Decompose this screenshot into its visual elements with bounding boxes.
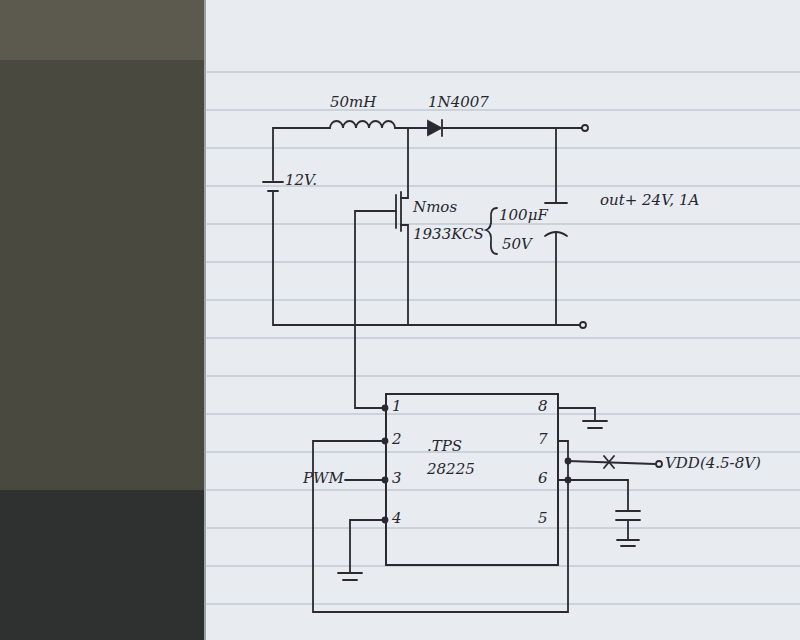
capacitor-symbol [545,202,567,204]
pin-number: 4 [392,510,402,527]
pin-number: 3 [392,470,402,487]
supply-name: VDD(4.5-8V) [665,455,761,472]
pin-number: 7 [538,431,548,448]
bracket [486,208,497,254]
background-desk [0,0,205,640]
chip-name: .TPS 28225 [427,435,483,480]
capacitor-value: 100μF [499,207,548,224]
ground-symbol [343,579,357,581]
capacitor-voltage: 50V [502,236,532,253]
diode-part-number: 1N4007 [428,94,489,111]
mosfet-type: Nmos [413,199,457,216]
signal-name: PWM [303,470,344,487]
pin-number: 2 [392,431,402,448]
ground-symbol [588,427,602,429]
capacitor-symbol [616,510,640,512]
output-rating: out+ 24V, 1A [600,192,699,209]
paper-edge [204,0,206,640]
ground-symbol [617,539,639,541]
battery-symbol [263,181,283,183]
ic-chip-box: .TPS 28225 [385,393,559,566]
pin-number: 1 [392,398,402,415]
ground-symbol [338,572,362,574]
inductor-value: 50mH [330,94,376,111]
ground-symbol [621,545,635,547]
pin-number: 5 [538,510,548,527]
diode-symbol [428,121,441,135]
ruled-lines [205,72,800,604]
battery-voltage: 12V. [285,172,317,189]
paper-sheet [205,0,800,640]
ground-symbol [583,420,607,422]
background-desk [0,0,205,60]
cut-mark [604,456,614,468]
mosfet-symbol [400,192,402,231]
mosfet-part-number: 1933KCS [413,226,484,243]
pin-number: 8 [538,398,548,415]
cut-mark [604,456,614,468]
background-desk [0,490,205,640]
inductor-symbol [330,121,395,128]
pin-number: 6 [538,470,548,487]
